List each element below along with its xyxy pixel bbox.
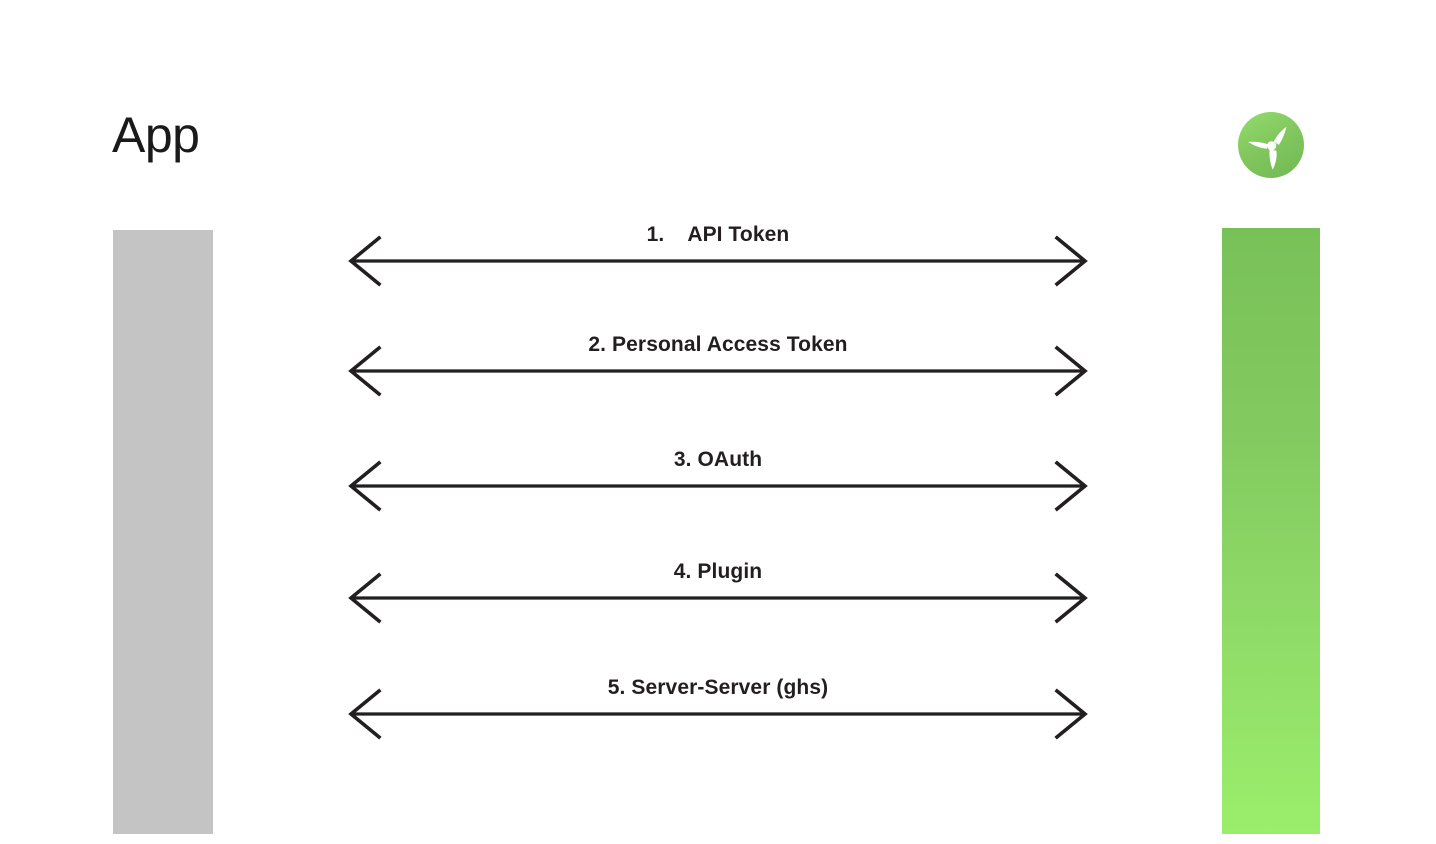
propeller-logo-icon <box>1236 110 1306 180</box>
lifeline-service <box>1222 228 1320 834</box>
bidirectional-arrow-icon <box>345 688 1091 740</box>
lifeline-app <box>113 230 213 834</box>
message-label: 5. Server-Server (ghs) <box>607 676 829 699</box>
message-label: 1. API Token <box>646 223 790 246</box>
page-title: App <box>112 107 200 163</box>
message-label: 4. Plugin <box>673 560 763 583</box>
message-label: 3. OAuth <box>673 448 763 471</box>
message-label: 2. Personal Access Token <box>588 333 848 356</box>
bidirectional-arrow-icon <box>345 235 1091 287</box>
bidirectional-arrow-icon <box>345 460 1091 512</box>
bidirectional-arrow-icon <box>345 345 1091 397</box>
bidirectional-arrow-icon <box>345 572 1091 624</box>
